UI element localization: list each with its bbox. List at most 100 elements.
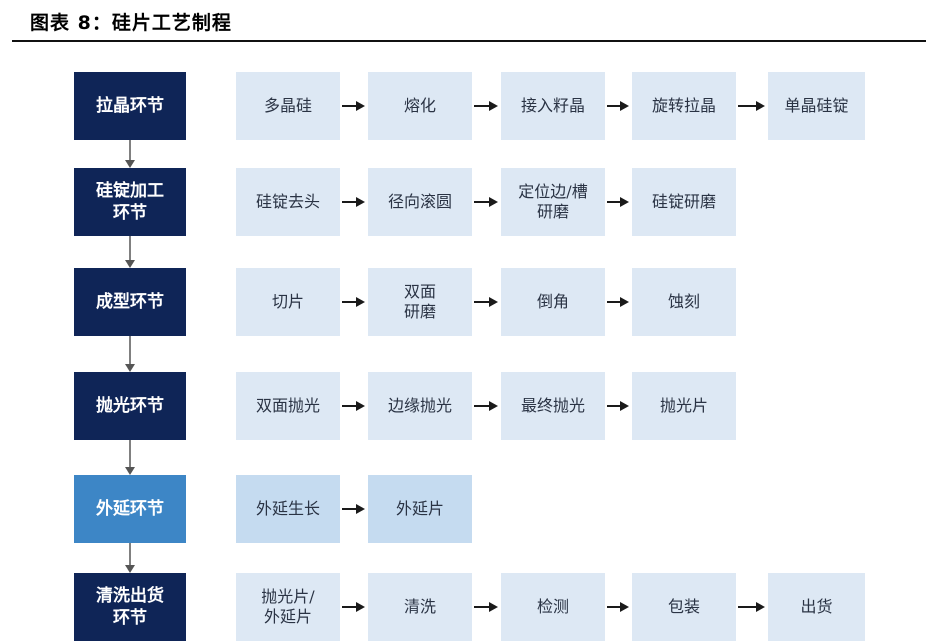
process-step: 出货: [768, 573, 865, 641]
process-step: 最终抛光: [501, 372, 605, 440]
stage-box: 清洗出货环节: [74, 573, 186, 641]
stage-label-line: 清洗出货: [96, 586, 164, 606]
process-step-label: 旋转拉晶: [652, 96, 716, 116]
flow-arrow-right: [474, 101, 498, 111]
stage-label-line: 环节: [113, 608, 147, 628]
process-step-label: 径向滚圆: [388, 192, 452, 212]
figure-title: 图表 8：硅片工艺制程: [30, 12, 232, 34]
stage-label-line: 成型环节: [96, 292, 164, 312]
stage-label-line: 抛光环节: [96, 396, 164, 416]
process-step: 熔化: [368, 72, 472, 140]
process-step: 清洗: [368, 573, 472, 641]
stage-label: 清洗出货环节: [96, 585, 164, 629]
process-step-label-line: 出货: [800, 597, 833, 616]
process-step-label-line: 旋转拉晶: [651, 96, 716, 115]
process-step: 单晶硅锭: [768, 72, 865, 140]
stage-box: 外延环节: [74, 475, 186, 543]
process-step-label: 抛光片/外延片: [261, 587, 314, 627]
flow-arrow-down: [125, 140, 135, 168]
flow-arrow-right: [474, 297, 498, 307]
flow-arrow-right: [342, 297, 365, 307]
process-step-label: 熔化: [404, 96, 436, 116]
stage-label: 拉晶环节: [96, 95, 164, 117]
stage-label: 抛光环节: [96, 395, 164, 417]
process-step-label-line: 多晶硅: [263, 96, 312, 115]
stage-label-line: 硅锭加工: [96, 181, 164, 201]
process-step-label: 包装: [668, 597, 700, 617]
stage-label: 硅锭加工环节: [96, 180, 164, 224]
process-step: 双面研磨: [368, 268, 472, 336]
process-step: 外延生长: [236, 475, 340, 543]
flow-arrow-right: [474, 197, 498, 207]
process-step: 包装: [632, 573, 736, 641]
process-step: 倒角: [501, 268, 605, 336]
flow-arrow-right: [342, 401, 365, 411]
process-step-label: 外延生长: [256, 499, 320, 519]
process-step-label-line: 研磨: [536, 202, 569, 221]
flow-arrow-right: [474, 602, 498, 612]
flow-arrow-right: [342, 602, 365, 612]
process-step: 定位边/槽研磨: [501, 168, 605, 236]
flow-arrow-right: [474, 401, 498, 411]
flow-arrow-right: [342, 101, 365, 111]
flow-arrow-right: [607, 101, 629, 111]
process-step-label: 多晶硅: [264, 96, 312, 116]
process-step-label-line: 硅锭研磨: [651, 192, 716, 211]
process-step-label-line: 外延片: [263, 607, 312, 626]
process-step-label-line: 检测: [536, 597, 569, 616]
process-step: 硅锭去头: [236, 168, 340, 236]
stage-label: 外延环节: [96, 498, 164, 520]
process-step-label: 硅锭研磨: [652, 192, 716, 212]
process-step-label: 双面抛光: [256, 396, 320, 416]
process-step-label-line: 定位边/槽: [518, 182, 588, 201]
process-step-label-line: 包装: [667, 597, 700, 616]
flow-arrow-right: [607, 197, 629, 207]
stage-label: 成型环节: [96, 291, 164, 313]
process-step-label: 边缘抛光: [388, 396, 452, 416]
flow-arrow-right: [342, 197, 365, 207]
process-step-label: 蚀刻: [668, 292, 700, 312]
process-step-label-line: 外延生长: [255, 499, 320, 518]
process-step-label: 出货: [800, 597, 832, 617]
process-step-label-line: 蚀刻: [667, 292, 700, 311]
process-step: 旋转拉晶: [632, 72, 736, 140]
process-step: 抛光片: [632, 372, 736, 440]
process-step-label-line: 边缘抛光: [387, 396, 452, 415]
process-step-label-line: 接入籽晶: [520, 96, 585, 115]
process-step: 检测: [501, 573, 605, 641]
stage-label-line: 拉晶环节: [96, 96, 164, 116]
flow-arrow-down: [125, 440, 135, 475]
process-step-label-line: 硅锭去头: [255, 192, 320, 211]
process-step-label: 硅锭去头: [256, 192, 320, 212]
process-step: 抛光片/外延片: [236, 573, 340, 641]
process-step-label: 清洗: [404, 597, 436, 617]
process-step: 径向滚圆: [368, 168, 472, 236]
process-step-label: 接入籽晶: [521, 96, 585, 116]
process-step-label-line: 清洗: [403, 597, 436, 616]
process-step-label-line: 抛光片: [659, 396, 708, 415]
flow-arrow-down: [125, 543, 135, 573]
process-step-label: 单晶硅锭: [784, 96, 848, 116]
process-step-label-line: 熔化: [403, 96, 436, 115]
flow-arrow-right: [738, 101, 765, 111]
process-step: 蚀刻: [632, 268, 736, 336]
process-step-label-line: 抛光片/: [261, 587, 315, 606]
process-step: 外延片: [368, 475, 472, 543]
process-step-label-line: 最终抛光: [520, 396, 585, 415]
process-step-label: 抛光片: [660, 396, 708, 416]
flow-arrow-right: [738, 602, 765, 612]
process-step-label: 倒角: [537, 292, 569, 312]
process-step-label: 外延片: [396, 499, 444, 519]
process-step-label: 切片: [272, 292, 304, 312]
flow-arrow-down: [125, 236, 135, 268]
stage-label-line: 外延环节: [96, 499, 164, 519]
stage-box: 抛光环节: [74, 372, 186, 440]
flow-arrow-down: [125, 336, 135, 372]
flow-arrow-right: [607, 401, 629, 411]
process-step-label-line: 切片: [271, 292, 304, 311]
stage-box: 拉晶环节: [74, 72, 186, 140]
process-step: 边缘抛光: [368, 372, 472, 440]
process-step-label-line: 外延片: [395, 499, 444, 518]
process-step-label-line: 单晶硅锭: [784, 96, 849, 115]
process-step-label: 双面研磨: [404, 282, 436, 322]
